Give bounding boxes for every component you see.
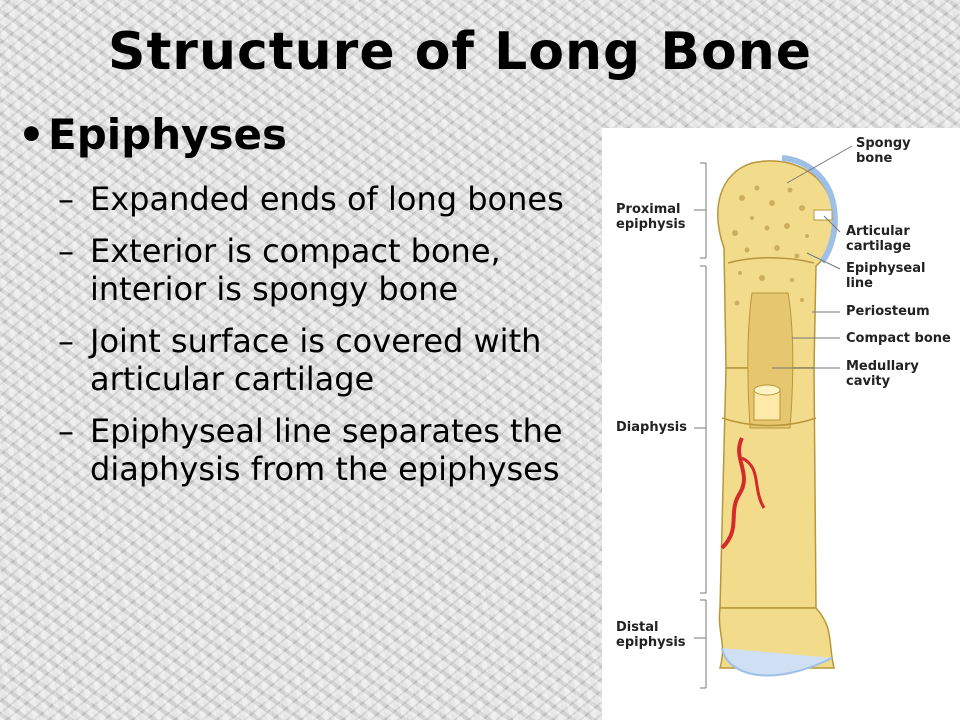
label-compact-bone: Compact bone xyxy=(846,331,951,346)
subpoint-text: Expanded ends of long bones xyxy=(90,180,564,218)
spongy-bone-texture xyxy=(732,185,809,306)
left-brackets xyxy=(694,162,707,689)
bullet-epiphyses: •Epiphyses xyxy=(18,110,287,159)
shaft-cut-rim xyxy=(721,417,817,427)
subpoint-text: Joint surface is covered with articular … xyxy=(90,322,542,398)
subpoint: – Epiphyseal line separates the diaphysi… xyxy=(58,412,593,488)
blood-vessel-shape xyxy=(720,437,746,550)
subpoint-text: Epiphyseal line separates the diaphysis … xyxy=(90,412,563,488)
subpoint-text: Exterior is compact bone, interior is sp… xyxy=(90,232,501,308)
sub-marker: – xyxy=(58,180,74,218)
articular-cartilage-shape xyxy=(781,155,838,264)
bullet-heading: Epiphyses xyxy=(48,110,287,159)
subpoint: – Joint surface is covered with articula… xyxy=(58,322,593,398)
epiphyseal-line-shape xyxy=(727,257,815,264)
shaft-cut-top xyxy=(753,384,781,396)
subpoint: – Expanded ends of long bones xyxy=(58,180,593,218)
bullet-marker: • xyxy=(18,110,45,159)
sub-marker: – xyxy=(58,232,74,270)
distal-cartilage-shape xyxy=(721,647,833,677)
slide-title: Structure of Long Bone xyxy=(108,22,812,82)
cartilage-notch xyxy=(813,209,833,221)
subpoint-list: – Expanded ends of long bones – Exterior… xyxy=(58,180,593,502)
subpoint: – Exterior is compact bone, interior is … xyxy=(58,232,593,308)
sub-marker: – xyxy=(58,322,74,360)
blood-vessel-branch xyxy=(741,456,766,509)
label-periosteum: Periosteum xyxy=(846,304,930,319)
label-diaphysis: Diaphysis xyxy=(616,420,687,435)
right-leader-lines xyxy=(772,145,853,369)
bone-illustration xyxy=(694,145,853,689)
sub-marker: – xyxy=(58,412,74,450)
